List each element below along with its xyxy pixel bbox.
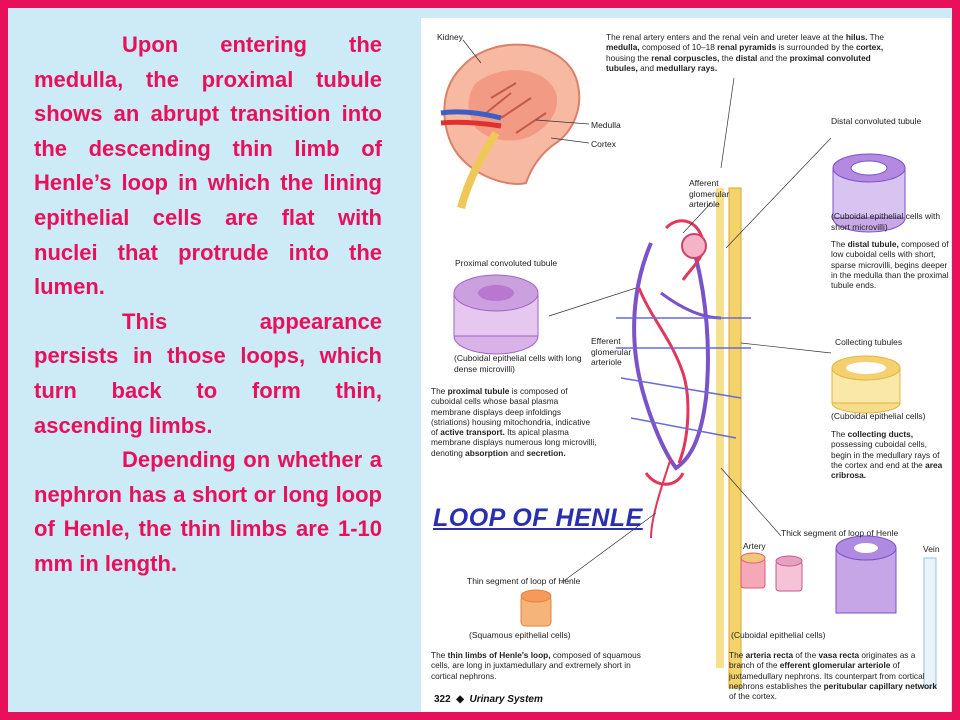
- thin-leader: [560, 512, 657, 584]
- squamous-label: (Squamous epithelial cells): [469, 630, 571, 640]
- cortex-label: Cortex: [591, 139, 617, 149]
- kidney-label: Kidney: [437, 32, 463, 42]
- vein-label: Vein: [923, 544, 940, 554]
- collecting-description: The collecting ducts, possessing cuboida…: [831, 429, 943, 481]
- paragraph-3: Depending on whether a nephron has a sho…: [34, 447, 382, 576]
- page-footer: 322 ◆ Urinary System: [434, 694, 543, 705]
- cuboidal-label: (Cuboidal epithelial cells): [731, 630, 826, 640]
- afferent-leader: [682, 202, 712, 234]
- thin-segment-section: [520, 589, 552, 627]
- kidney-leader: [462, 39, 482, 64]
- cortex-leader: [550, 137, 590, 144]
- artery-label: Artery: [743, 541, 766, 551]
- distal-description: The distal tubule, composed of low cuboi…: [831, 239, 949, 291]
- thick-segment-label: Thick segment of loop of Henle: [781, 528, 899, 538]
- arteria-description: The arteria recta of the vasa recta orig…: [729, 650, 937, 702]
- proximal-label: Proximal convoluted tubule: [455, 258, 558, 268]
- section-name: Urinary System: [469, 694, 543, 705]
- efferent-label: Efferent glomerular arteriole: [591, 336, 632, 367]
- thin-description: The thin limbs of Henle's loop, composed…: [431, 650, 641, 681]
- vessel-sections: [740, 535, 937, 689]
- medulla-leader: [535, 119, 590, 125]
- proximal-leader: [548, 287, 637, 317]
- collecting-leader: [740, 342, 832, 354]
- distal-leader: [725, 137, 832, 249]
- top-description: The renal artery enters and the renal ve…: [606, 32, 884, 73]
- collecting-tubule-section: [831, 355, 901, 414]
- proximal-description: The proximal tubule is composed of cuboi…: [431, 386, 597, 458]
- collecting-label: Collecting tubules: [835, 337, 903, 347]
- proximal-cells-label: (Cuboidal epithelial cells with long den…: [454, 353, 582, 374]
- distal-tubule-section: [832, 153, 906, 233]
- collecting-cells-label: (Cuboidal epithelial cells): [831, 411, 926, 421]
- nephron-illustration: [440, 39, 937, 689]
- proximal-tubule-section: [453, 274, 539, 355]
- thick-leader: [720, 467, 782, 537]
- kidney-drawing: [440, 43, 581, 210]
- distal-cells-label: (Cuboidal epithelial cells with short mi…: [831, 211, 941, 232]
- hilus-leader: [720, 77, 735, 169]
- page-title: LOOP OF HENLE: [433, 504, 643, 532]
- distal-label: Distal convoluted tubule: [831, 116, 922, 126]
- afferent-label: Afferent glomerular arteriole: [689, 178, 730, 209]
- page-number: 322: [434, 694, 451, 705]
- medulla-label: Medulla: [591, 120, 621, 130]
- diamond-icon: ◆: [456, 694, 464, 705]
- body-text: Upon entering the medulla, the proximal …: [34, 28, 382, 582]
- paragraph-2: This appearance persists in those loops,…: [34, 308, 382, 438]
- textbook-illustration: Kidney Medulla Cortex The renal artery e…: [421, 18, 951, 712]
- thin-segment-label: Thin segment of loop of Henle: [467, 576, 581, 586]
- nephron-drawing: [616, 187, 751, 689]
- paragraph-1: Upon entering the medulla, the proximal …: [34, 32, 382, 300]
